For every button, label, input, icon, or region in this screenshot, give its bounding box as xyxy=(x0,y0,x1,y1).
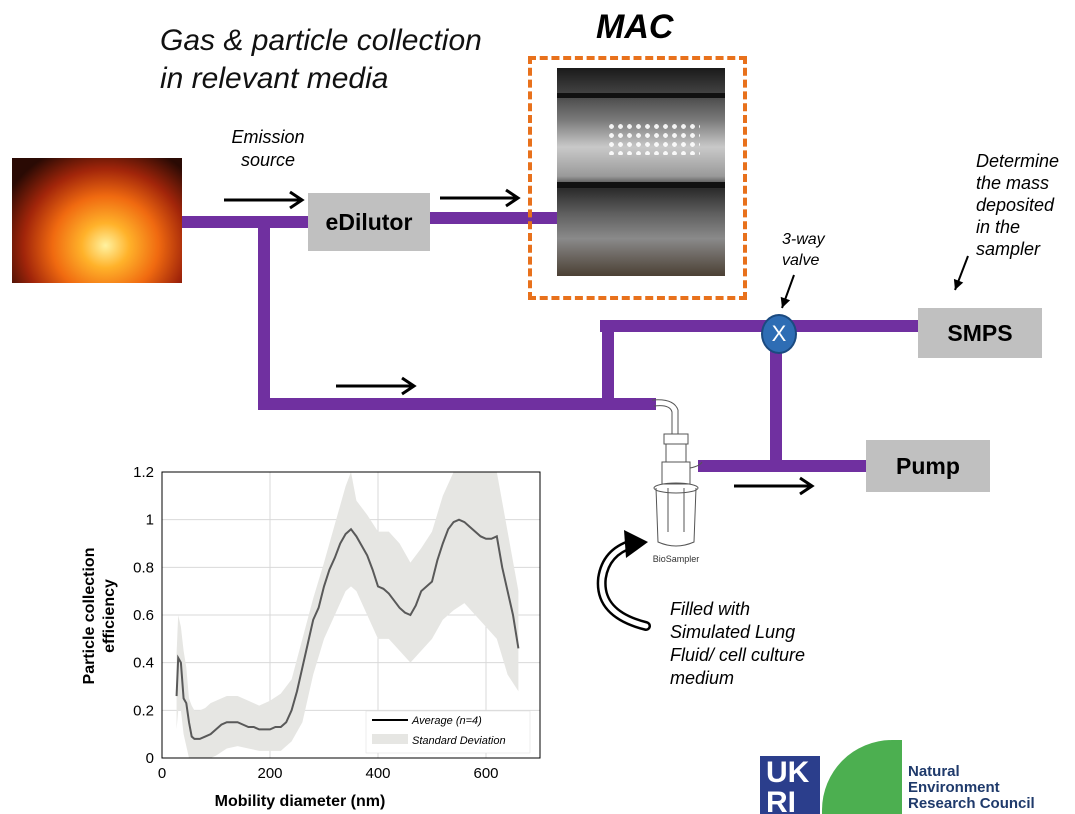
flow-arrows xyxy=(224,188,969,496)
diagram-title-line1: Gas & particle collection xyxy=(160,24,482,57)
y-tick-label-1: 0.2 xyxy=(133,702,154,719)
legend-band-marker xyxy=(372,734,408,744)
diagram-title: Gas & particle collection in relevant me… xyxy=(160,22,482,98)
pump-box: Pump xyxy=(866,440,990,492)
mac-label: MAC xyxy=(596,8,674,46)
y-axis-label-line2: efficiency xyxy=(101,579,118,653)
y-tick-label-3: 0.6 xyxy=(133,607,154,624)
filled-line2: Simulated Lung xyxy=(670,622,796,642)
flow-arrow-0 xyxy=(224,190,305,210)
x-tick-label-3: 600 xyxy=(473,765,498,782)
x-tick-label-1: 200 xyxy=(257,765,282,782)
determine-line3: deposited xyxy=(976,195,1055,215)
y-tick-label-5: 1 xyxy=(146,512,154,529)
filled-line1: Filled with xyxy=(670,599,751,619)
pointer-arrowhead-0 xyxy=(780,296,791,308)
std-deviation-band xyxy=(176,472,519,758)
chart-legend: Average (n=4) Standard Deviation xyxy=(365,710,531,754)
valve-label-line1: 3-way xyxy=(782,231,825,248)
nerc-line3: Research Council xyxy=(908,795,1035,812)
average-line xyxy=(175,518,520,740)
nerc-line1: Natural xyxy=(908,763,960,780)
emission-source-line2: source xyxy=(240,150,296,170)
legend-std: Standard Deviation xyxy=(412,735,506,747)
y-axis-label-line1: Particle collection xyxy=(81,548,98,685)
determine-line2: the mass xyxy=(976,173,1050,193)
determine-line1: Determine xyxy=(976,151,1060,171)
emission-source-line1: Emission xyxy=(231,127,305,147)
smps-box: SMPS xyxy=(918,308,1042,358)
three-way-valve-icon: X xyxy=(761,314,797,354)
flow-arrow-3 xyxy=(734,476,815,496)
biosampler-label: BioSampler xyxy=(653,554,700,564)
determine-label: Determine the mass deposited in the samp… xyxy=(976,150,1059,260)
y-tick-label-2: 0.4 xyxy=(133,655,154,672)
valve-label-line2: valve xyxy=(782,252,820,269)
mac-chamber-photo xyxy=(557,68,725,276)
ukri-logo: UK RI xyxy=(760,756,820,814)
nerc-line2: Environment xyxy=(908,779,1000,796)
fire-photo xyxy=(12,158,182,283)
flow-arrow-2 xyxy=(336,376,417,396)
chart-ticks: 0 200 400 600 0 0.2 0.4 0.6 0.8 1 1.2 xyxy=(133,464,498,782)
emission-source-label: Emission source xyxy=(218,126,318,172)
pipe-network xyxy=(176,212,926,472)
legend-box xyxy=(365,710,531,754)
biosampler-icon: BioSampler xyxy=(651,399,703,564)
ukri-logo-top: UK xyxy=(766,756,810,789)
x-tick-label-2: 400 xyxy=(365,765,390,782)
valve-label: 3-way valve xyxy=(782,229,825,271)
x-axis-label: Mobility diameter (nm) xyxy=(215,793,386,810)
y-tick-label-0: 0 xyxy=(146,750,154,767)
mac-frame xyxy=(528,56,747,300)
filled-line4: medium xyxy=(670,668,735,688)
diagram-title-line2: in relevant media xyxy=(160,62,389,95)
y-tick-label-4: 0.8 xyxy=(133,559,154,576)
filled-line3: Fluid/ cell culture xyxy=(670,645,806,665)
determine-line5: sampler xyxy=(976,239,1041,259)
determine-line4: in the xyxy=(976,217,1021,237)
collection-efficiency-chart: 0 200 400 600 0 0.2 0.4 0.6 0.8 1 1.2 Average (n=4… xyxy=(81,464,541,810)
filled-with-label: Filled with Simulated Lung Fluid/ cell c… xyxy=(670,598,805,690)
curved-arrow-icon xyxy=(596,530,651,631)
ediluter-box: eDilutor xyxy=(308,193,430,251)
ukri-logo-bottom: RI xyxy=(766,786,796,814)
nerc-label: Natural Environment Research Council xyxy=(908,764,1035,812)
flow-arrow-1 xyxy=(440,188,521,208)
plot-frame xyxy=(161,471,541,759)
y-tick-label-6: 1.2 xyxy=(133,464,154,481)
pointer-arrowhead-1 xyxy=(953,278,964,290)
x-tick-label-0: 0 xyxy=(158,765,166,782)
legend-average: Average (n=4) xyxy=(411,715,482,727)
